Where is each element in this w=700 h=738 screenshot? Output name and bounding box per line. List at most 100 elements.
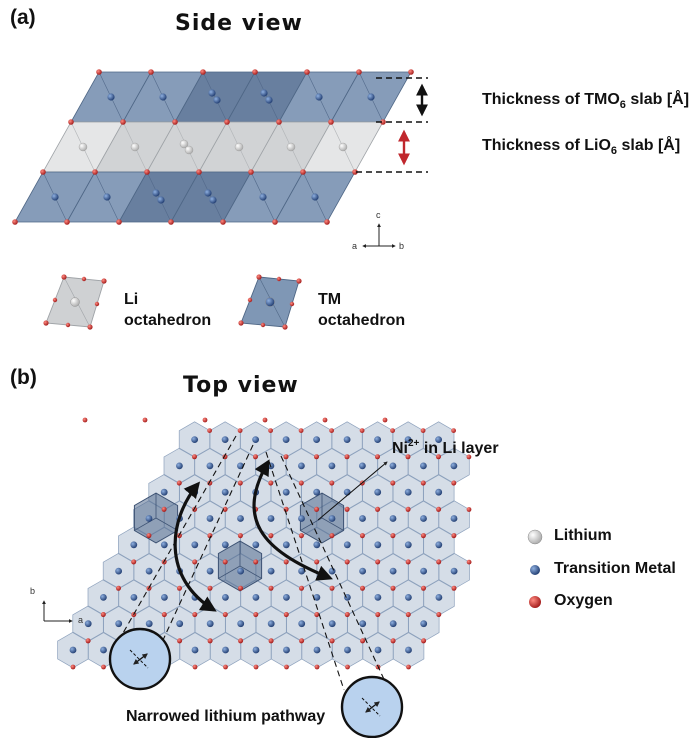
oxygen-atom	[101, 612, 106, 617]
octahedron-edge	[146, 171, 172, 223]
tm-atom	[313, 541, 321, 549]
oxygen-atom	[390, 585, 396, 591]
oxygen-atom	[238, 585, 244, 591]
oxygen-atom	[144, 169, 150, 175]
axis-b-label: b	[399, 241, 405, 251]
oxygen-atom	[436, 454, 441, 459]
oxygen-atom	[421, 480, 426, 486]
tm-atom	[420, 567, 427, 575]
oxygen-atom	[322, 417, 328, 423]
oxygen-atom	[161, 506, 167, 512]
oxygen-atom	[451, 585, 457, 591]
tm-atom	[252, 541, 260, 549]
tm-atom	[374, 488, 382, 496]
lithium-legend-icon	[527, 529, 543, 545]
tm-atom	[206, 515, 214, 522]
tm-atom	[405, 594, 412, 601]
lio6-label-prefix: Thickness of LiO	[482, 137, 611, 154]
oxygen-atom	[172, 119, 178, 125]
oxygen-atom	[314, 612, 320, 617]
oxygen-atom	[247, 297, 253, 303]
oxygen-atom	[345, 664, 350, 670]
lithium-legend-label: Lithium	[554, 527, 612, 544]
oxygen-atom	[345, 612, 350, 617]
tm-atom	[435, 436, 442, 443]
oxygen-atom	[192, 559, 198, 565]
axis-b-label-top: b	[30, 586, 36, 596]
ni-callout-line	[317, 461, 388, 521]
oxygen-atom	[390, 480, 396, 486]
tm-atom	[221, 541, 229, 549]
tm-atom	[191, 436, 199, 443]
lithium-atom	[184, 145, 194, 155]
tm-atom	[404, 488, 412, 496]
pathway-guide-line	[162, 444, 254, 641]
oxygen-atom	[253, 454, 258, 459]
oxygen-atom	[177, 585, 183, 591]
panel-b-tag: (b)	[10, 366, 37, 389]
lithium-pathway-arrow-right	[252, 459, 333, 581]
oxygen-atom	[299, 533, 304, 538]
oxygen-atom	[314, 559, 320, 565]
oxygen-atom	[390, 638, 396, 644]
tm-atom	[435, 488, 443, 496]
oxygen-atom	[68, 119, 74, 125]
tm-atom	[389, 620, 397, 628]
tm-atom	[221, 436, 229, 443]
oxygen-atom	[375, 612, 381, 617]
oxygen-atom	[238, 533, 243, 538]
lio6-thickness-label: Thickness of LiO6 slab [Å]	[482, 137, 680, 157]
tm-atom	[298, 620, 306, 628]
oxygen-atom	[304, 69, 310, 75]
oxygen-atom	[329, 533, 335, 538]
tm-atom	[160, 541, 168, 549]
ni-in-li-layer-label: Ni2+ in Li layer	[392, 438, 499, 458]
oxygen-atom	[92, 169, 98, 175]
oxygen-atom	[451, 533, 457, 538]
oxygen-atom	[284, 612, 289, 617]
oxygen-atom	[276, 119, 282, 125]
oxygen-atom	[375, 559, 381, 565]
li-octahedron-legend-label: Li octahedron	[124, 289, 211, 331]
oxygen-atom	[202, 417, 208, 423]
octahedron-edge	[218, 565, 241, 579]
oxygen-atom	[116, 585, 121, 591]
top-view-structure	[57, 417, 472, 738]
li-octahedron-legend-atom	[70, 297, 80, 307]
oxygen-atom	[451, 428, 456, 433]
oxygen-atom	[85, 638, 91, 644]
tm-atom	[328, 620, 336, 628]
oxygen-atom	[283, 559, 289, 565]
oxygen-atom	[314, 664, 320, 670]
tm-atom	[311, 193, 319, 201]
tm-atom	[191, 646, 199, 654]
oxygen-atom	[406, 612, 411, 617]
oxygen-atom	[300, 169, 306, 175]
ni-label-superscript: 2+	[408, 438, 420, 449]
oxygen-atom	[272, 219, 278, 225]
tm-atom	[145, 515, 153, 522]
oxygen-atom	[148, 69, 154, 75]
oxygen-atom	[253, 664, 259, 670]
transition-metal-legend-icon	[530, 565, 540, 575]
axis-c-label: c	[376, 210, 381, 220]
tm-atom	[130, 594, 138, 601]
tm-atom	[208, 89, 216, 97]
tm-atom	[313, 436, 320, 443]
oxygen-atom	[380, 119, 386, 125]
tm-atom	[161, 594, 168, 601]
narrowed-pathway-label: Narrowed lithium pathway	[126, 708, 326, 725]
oxygen-atom	[101, 278, 107, 284]
lithium-atom	[179, 139, 189, 149]
oxygen-atom	[238, 638, 244, 644]
pathway-guide-line	[118, 435, 237, 641]
tmo6-label-prefix: Thickness of TMO	[482, 91, 620, 108]
transition-metal-legend-label: Transition Metal	[554, 560, 676, 577]
tm-atom	[359, 515, 366, 522]
oxygen-atom	[314, 506, 320, 512]
oxygen-atom	[344, 506, 350, 512]
tm-atom	[237, 620, 245, 628]
tm-atom	[157, 196, 165, 204]
tm-atom	[420, 620, 428, 628]
tm-atom	[282, 488, 290, 496]
